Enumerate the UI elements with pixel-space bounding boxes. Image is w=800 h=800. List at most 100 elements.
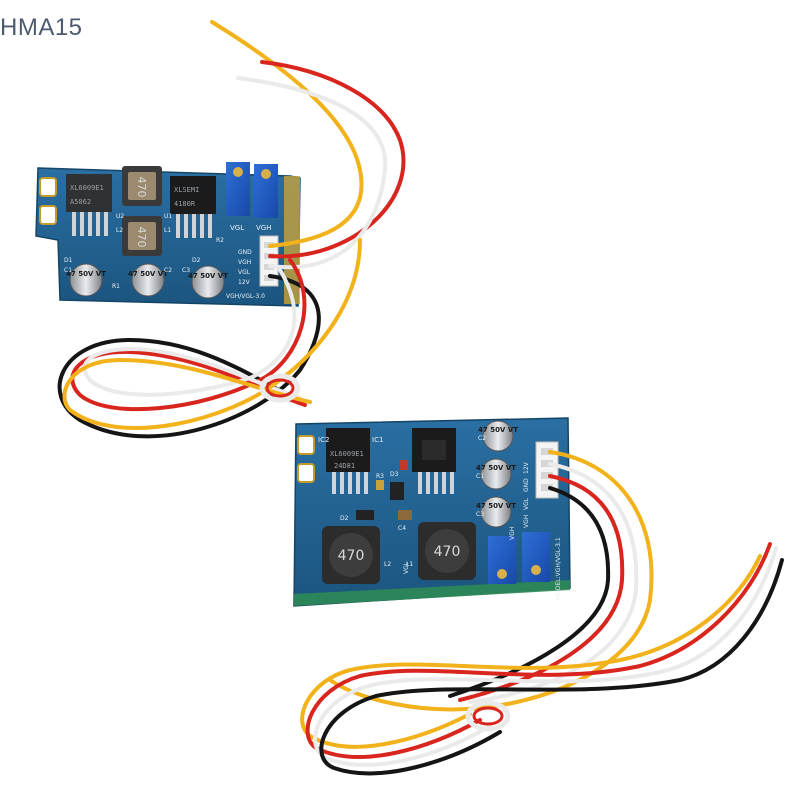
wire-loop-red xyxy=(305,542,772,759)
pin-label: VGL xyxy=(523,497,530,510)
board-b-ic1 xyxy=(412,428,456,494)
watermark-text: HMA15 xyxy=(0,14,83,41)
cap-label: 47 50V VT xyxy=(66,270,106,278)
board-a-pot-vgh: VGH xyxy=(254,164,278,232)
ref-label: C1 xyxy=(476,473,484,480)
wire-white xyxy=(468,462,639,704)
pin-label: GND xyxy=(238,249,252,256)
wire-loop-yellow xyxy=(300,554,762,749)
wire-yellow xyxy=(328,450,654,712)
inductor-label: 470 xyxy=(135,177,148,198)
wire-white xyxy=(236,76,388,270)
cap-label: 47 50V VT xyxy=(128,270,168,278)
ref-label: L2 xyxy=(384,561,391,568)
board-b-cap-c1: 47 50V VT xyxy=(476,458,516,490)
ref-label: D1 xyxy=(64,257,73,264)
ref-label: D2 xyxy=(340,515,349,522)
ref-label: L2 xyxy=(116,227,123,234)
board-b-ic2: XL6009E1 24D81 xyxy=(326,428,370,494)
board-b-hole xyxy=(297,435,315,455)
ref-label: U1 xyxy=(164,213,172,220)
wire-loop-black xyxy=(319,558,784,776)
inductor-label: 470 xyxy=(135,227,148,248)
board-a-cap-c3: 47 50V VT xyxy=(188,265,228,299)
wire-black xyxy=(448,486,611,698)
model-label: VGH/VGL-3.0 xyxy=(226,293,265,300)
ref-label: C2 xyxy=(478,435,486,442)
ref-label: L1 xyxy=(164,227,171,234)
board-a-cap-c2: 47 50V VT xyxy=(128,263,168,297)
board-b-capacitor xyxy=(398,510,412,520)
board-b-cap-c3: 47 50V VT xyxy=(476,496,516,528)
model-label: MODEL:VGH/VGL-3.1 xyxy=(555,537,562,600)
board-a-ic-u2: XL6009E1 A5062 xyxy=(66,174,112,236)
ref-label: C2 xyxy=(164,267,172,274)
inductor-label: 470 xyxy=(434,544,461,560)
board-b-inductor-l1: 470 xyxy=(418,522,476,580)
cap-label: 47 50V VT xyxy=(476,502,516,510)
board-b-connector xyxy=(535,441,559,499)
ic-label: XL6009E1 xyxy=(330,450,364,458)
pot-label: VGL xyxy=(403,561,410,574)
board-b-diode xyxy=(356,510,374,520)
pot-label: VGL xyxy=(230,224,244,232)
ic-code: 4180R xyxy=(174,200,196,208)
ref-label: IC1 xyxy=(372,436,383,444)
wire-loop-white xyxy=(82,268,302,400)
cap-label: 47 50V VT xyxy=(478,426,518,434)
board-b-pot-vgl xyxy=(488,536,516,584)
board-a-inductor-bottom: 470 xyxy=(122,216,162,256)
board-b-hole xyxy=(297,463,315,483)
board-a-hole xyxy=(39,177,57,197)
wire-red xyxy=(260,60,406,259)
board-b-edge xyxy=(294,580,570,606)
cap-label: 47 50V VT xyxy=(476,464,516,472)
ref-label: R3 xyxy=(376,473,384,480)
wire-loop-white xyxy=(313,546,778,767)
pin-label: VGL xyxy=(238,269,251,276)
board-b-wire-harness xyxy=(300,450,784,776)
pin-label: 12V xyxy=(523,461,530,474)
ic-code: A5062 xyxy=(70,198,91,206)
wire-red xyxy=(458,474,625,702)
pot-label: VGH xyxy=(509,527,516,540)
wire-loop-yellow xyxy=(62,238,362,430)
wire-loop-red xyxy=(70,258,307,412)
board-a-pot-vgl: VGL xyxy=(226,162,250,232)
wire-black xyxy=(57,274,321,439)
ref-label: R1 xyxy=(112,283,120,290)
board-b-led xyxy=(400,460,408,470)
board-a-cap-c1: 47 50V VT xyxy=(66,263,106,297)
ref-label: U2 xyxy=(116,213,124,220)
ref-label: C4 xyxy=(398,525,406,532)
ref-label: D3 xyxy=(390,471,399,478)
ref-label: C3 xyxy=(182,267,190,274)
board-b-diode xyxy=(390,482,404,500)
ref-label: C1 xyxy=(64,267,72,274)
pin-label: VGH xyxy=(523,515,530,528)
board-a-wire-harness xyxy=(57,20,406,439)
ref-label: D2 xyxy=(192,257,201,264)
pin-label: GND xyxy=(523,478,530,492)
ref-label: IC2 xyxy=(318,436,329,444)
board-a-hole xyxy=(39,205,57,225)
board-b-resistor xyxy=(376,480,384,490)
ref-label: L1 xyxy=(406,561,413,568)
inductor-label: 470 xyxy=(338,548,365,564)
ref-label: C3 xyxy=(476,511,484,518)
ic-label: XL6009E1 xyxy=(70,184,104,192)
board-b: XL6009E1 24D81 470 xyxy=(293,417,571,607)
pin-label: VGH xyxy=(238,259,251,266)
ic-code: 24D81 xyxy=(334,462,355,470)
board-b-pot-vgh xyxy=(522,532,550,582)
board-a: XL6009E1 A5062 XLSEMI 4180R 470 xyxy=(35,162,301,307)
board-a-ic-u1: XLSEMI 4180R xyxy=(170,176,216,238)
pot-label: VGH xyxy=(256,224,271,232)
board-b-cap-c2: 47 50V VT xyxy=(478,420,518,452)
ref-label: R2 xyxy=(216,237,224,244)
board-a-inductor-top: 470 xyxy=(122,166,162,206)
pin-label: 12V xyxy=(238,279,251,286)
board-b-inductor-l2: 470 xyxy=(322,526,380,584)
ic-label: XLSEMI xyxy=(174,186,199,194)
